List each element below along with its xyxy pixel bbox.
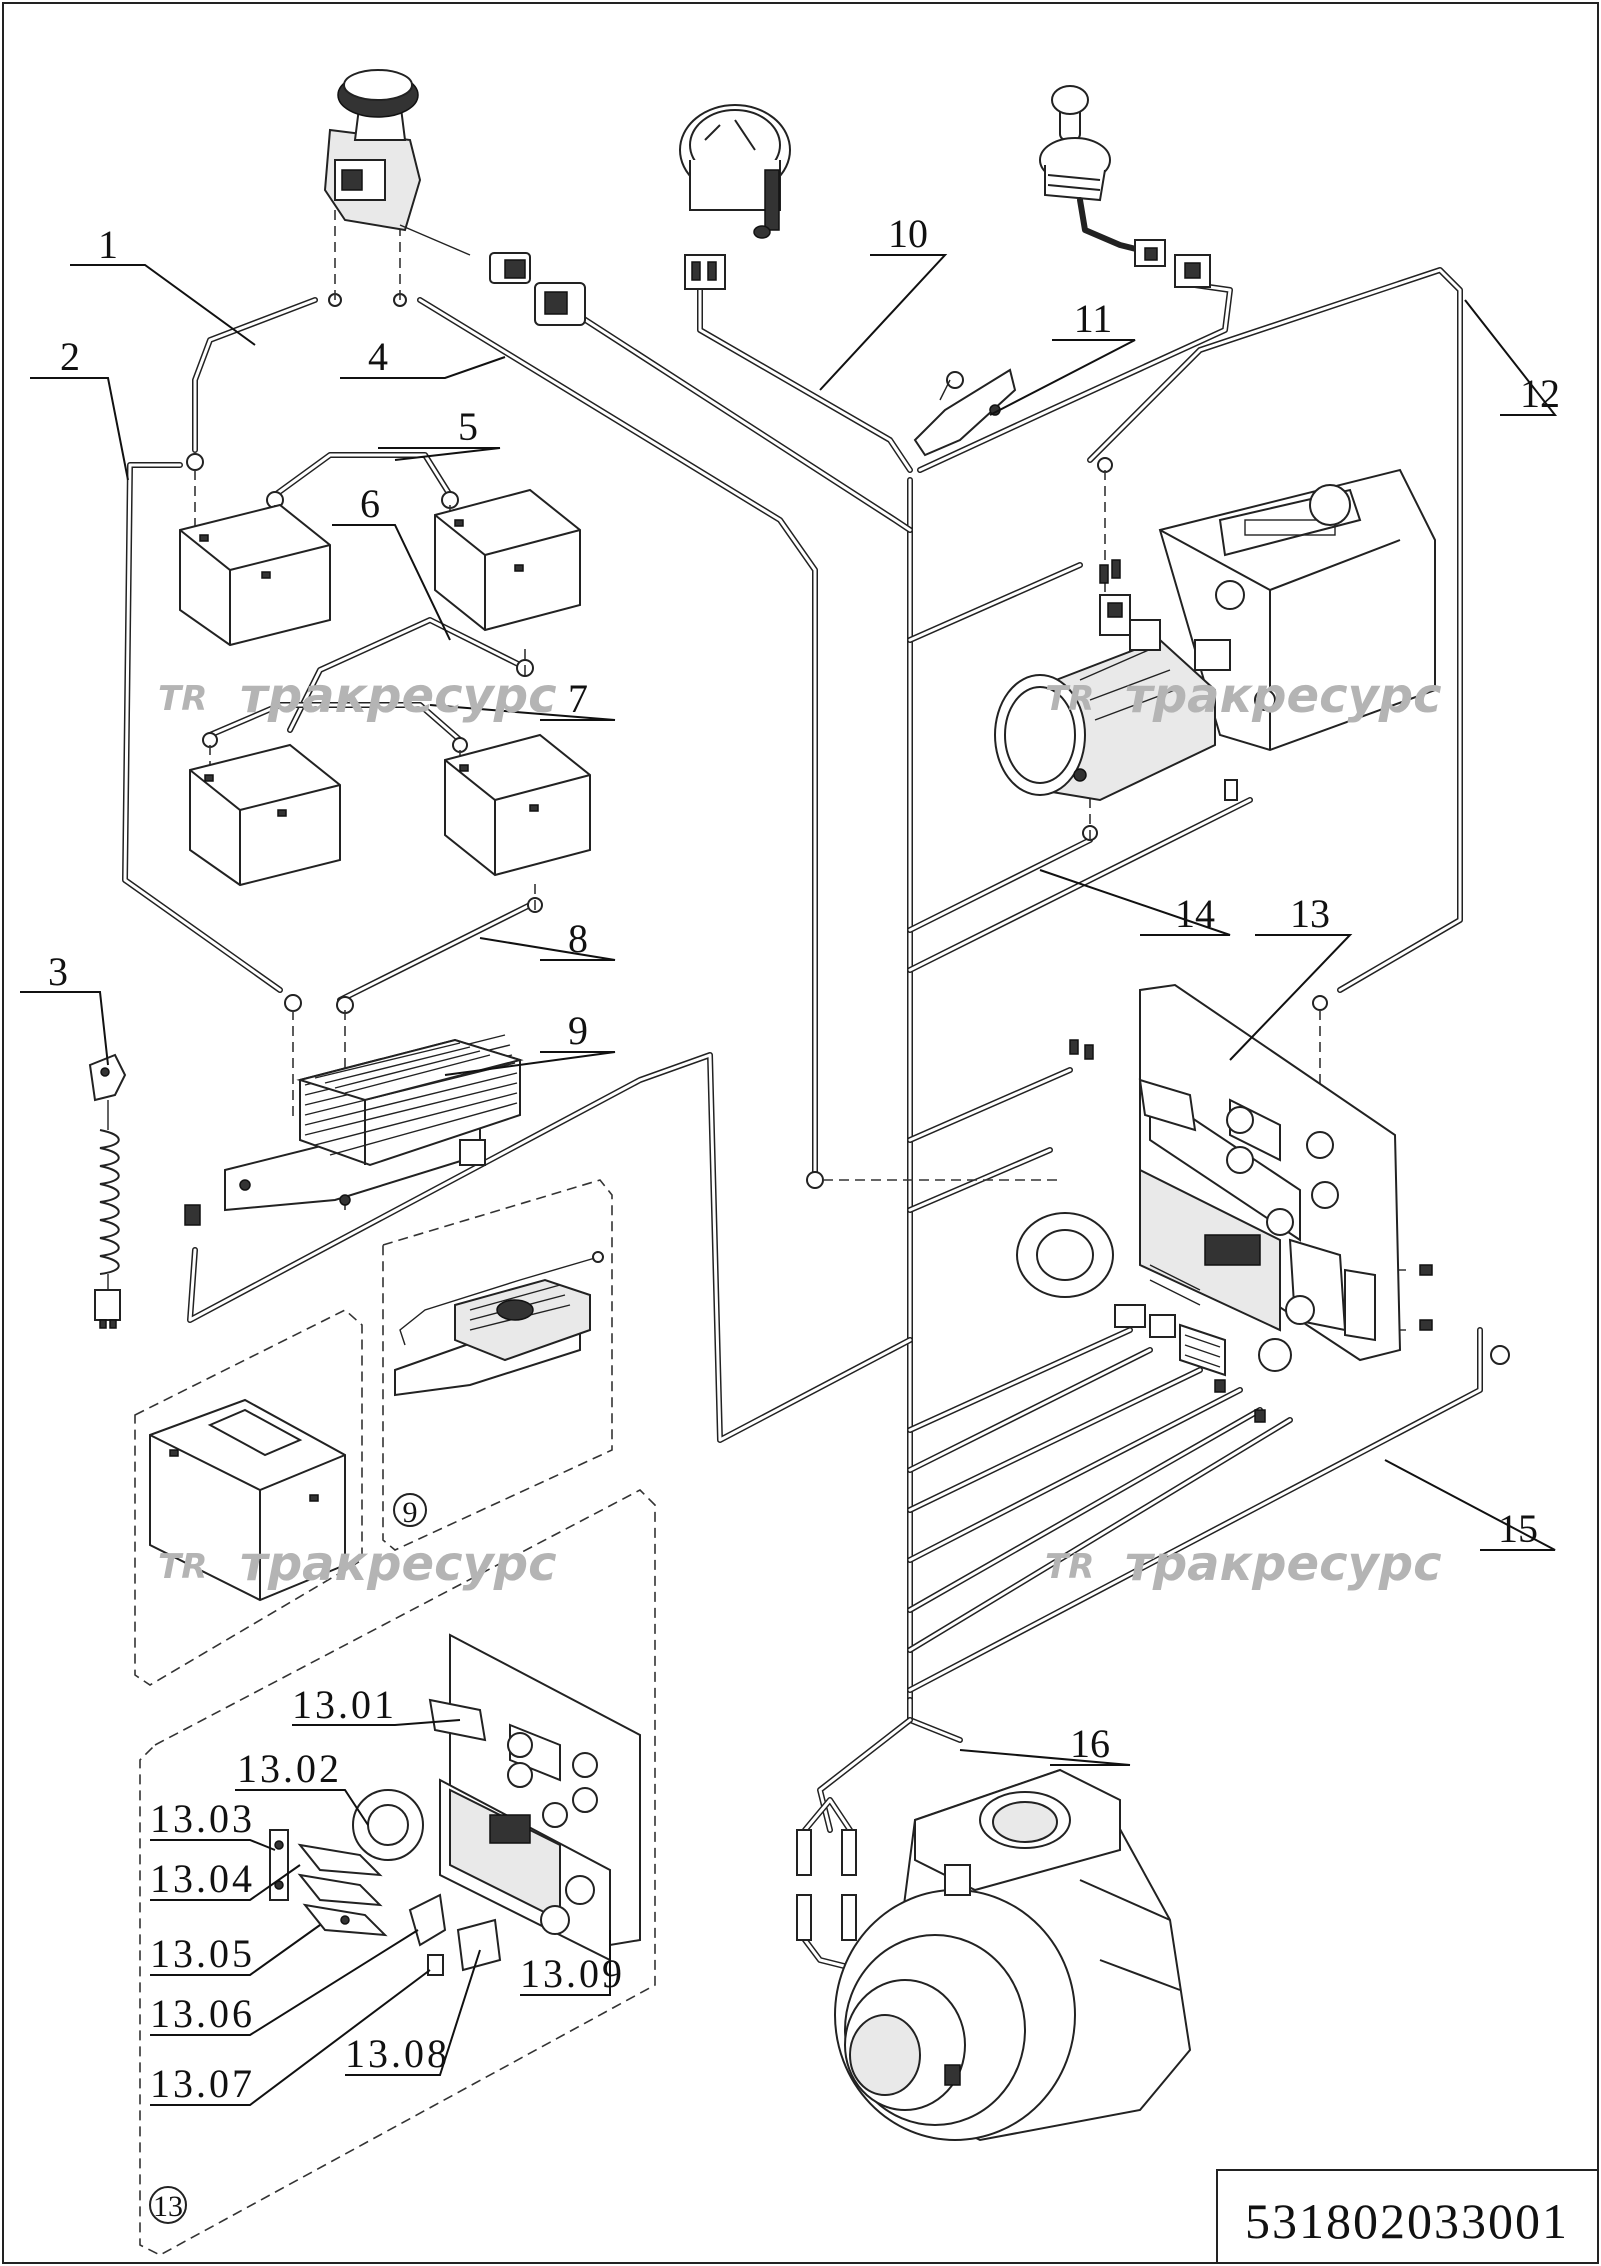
- drawing-number: 531802033001: [1245, 2193, 1569, 2249]
- main-controller-panel: [1016, 983, 1433, 1423]
- drawing-number-box: 531802033001: [1216, 2169, 1599, 2264]
- wire-harness: [122, 267, 1483, 1973]
- fuse-1305: [302, 1903, 388, 1937]
- callout-15: 15: [1498, 1506, 1538, 1551]
- watermark-2: TR тракресурс: [1045, 668, 1442, 724]
- battery-1: [179, 503, 331, 647]
- callout-13: 13: [1290, 891, 1330, 936]
- watermark-text-4: тракресурс: [1125, 1536, 1442, 1592]
- callout-6: 6: [360, 481, 380, 526]
- onboard-charger: [394, 1251, 604, 1397]
- detail-13-label: 13: [153, 2190, 183, 2223]
- callout-leaders: [20, 254, 1558, 2106]
- watermark-logo-2: TR: [1045, 679, 1094, 719]
- controller-exploded: [269, 1633, 641, 1976]
- key-switch: [1039, 85, 1211, 288]
- callout-5: 5: [458, 404, 478, 449]
- callout-13-01: 13.01: [292, 1682, 397, 1727]
- callout-13-08: 13.08: [345, 2031, 450, 2076]
- watermark-3: TR тракресурс: [158, 1536, 557, 1592]
- callout-13-05: 13.05: [150, 1931, 255, 1976]
- callout-14: 14: [1175, 891, 1215, 936]
- spare-battery: [149, 1398, 346, 1602]
- battery-2: [434, 488, 581, 632]
- coiled-cable: [99, 1129, 120, 1275]
- detail-13-region: 13: [139, 1489, 656, 2256]
- detail-13-mark: [149, 2186, 187, 2224]
- callout-13-07: 13.07: [150, 2061, 255, 2106]
- detail-9-label: 9: [403, 1496, 418, 1529]
- watermark-1: TR тракресурс: [158, 668, 557, 724]
- hydraulic-pump-unit: [994, 468, 1436, 802]
- busbar-1303: [269, 1829, 289, 1901]
- watermark-logo-4: TR: [1045, 1547, 1094, 1587]
- charger-plug: [88, 1053, 127, 1329]
- motor-connectors: [796, 1829, 857, 1941]
- callout-13-03: 13.03: [150, 1796, 255, 1841]
- sub-callout-numbers: 13.01 13.02 13.03 13.04 13.05 13.06 13.0…: [150, 1682, 625, 2106]
- watermark-text-1: тракресурс: [240, 668, 557, 724]
- callout-1: 1: [98, 222, 118, 267]
- watermark-text-3: тракресурс: [240, 1536, 557, 1592]
- callout-7: 7: [568, 676, 588, 721]
- battery-3: [189, 743, 341, 887]
- heatsink-fins: [296, 1034, 524, 1156]
- battery-4: [444, 733, 591, 877]
- battery-detail-region: [134, 1309, 363, 1686]
- watermark-text-2: тракресурс: [1125, 668, 1442, 724]
- callout-2: 2: [60, 334, 80, 379]
- bracket-1308: [456, 1918, 502, 1972]
- callout-4: 4: [368, 334, 388, 379]
- callout-numbers: 1 2 3 4 5 6 7 8 9 10 11 12 13 14 15 16: [48, 211, 1560, 1766]
- dc-converter: [184, 1034, 524, 1226]
- battery-group: [179, 488, 591, 887]
- callout-9: 9: [568, 1008, 588, 1053]
- callout-13-09: 13.09: [520, 1951, 625, 1996]
- detail-9-mark: [393, 1493, 427, 1527]
- detail-9-region: 9: [382, 1179, 613, 1551]
- callout-12: 12: [1520, 371, 1560, 416]
- hour-meter-gauge: [679, 104, 791, 290]
- callout-13-06: 13.06: [150, 1991, 255, 2036]
- callout-16: 16: [1070, 1721, 1110, 1766]
- watermark-logo-3: TR: [158, 1547, 207, 1587]
- terminal-1307: [427, 1954, 444, 1976]
- emergency-stop-switch: [323, 69, 586, 326]
- callout-11: 11: [1074, 296, 1113, 341]
- watermark-logo-1: TR: [158, 679, 207, 719]
- callout-13-04: 13.04: [150, 1856, 255, 1901]
- traction-motor: [796, 1768, 1192, 2142]
- watermark-4: TR тракресурс: [1045, 1536, 1442, 1592]
- callout-13-02: 13.02: [237, 1746, 342, 1791]
- callout-10: 10: [888, 211, 928, 256]
- fuse-1304: [297, 1843, 383, 1907]
- bracket-1306: [408, 1893, 447, 1947]
- callout-8: 8: [568, 916, 588, 961]
- connector-11: [913, 368, 1017, 457]
- callout-3: 3: [48, 949, 68, 994]
- terminal-blocks: [1114, 1304, 1226, 1377]
